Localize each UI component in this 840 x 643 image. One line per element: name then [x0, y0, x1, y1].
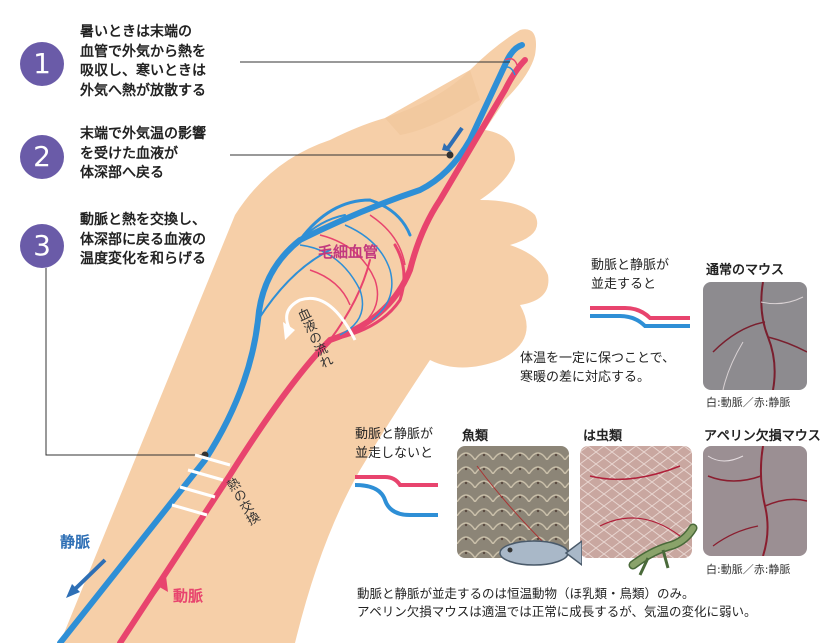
parallel-heading: 動脈と静脈が 並走すると [591, 258, 670, 292]
normal-mouse-caption: 白:動脈／赤:静脈 [706, 396, 791, 409]
fish-title: 魚類 [462, 429, 489, 444]
callout-text-3: 動脈と熱を交換し、 体深部に戻る血液の 温度変化を和らげる [80, 212, 206, 267]
vein-vessel [57, 42, 525, 643]
nonparallel-schematic [354, 475, 438, 517]
vein-arrowhead [66, 584, 80, 598]
callout-text-2: 末端で外気温の影響 を受けた血液が 体深部へ戻る [80, 126, 206, 181]
reptile-title: は虫類 [583, 429, 623, 444]
callout-badge-3: 3 [20, 224, 64, 268]
callout-badge-2: 2 [20, 135, 64, 179]
parallel-description: 体温を一定に保つことで、 寒暖の差に対応する。 [520, 351, 676, 385]
normal-mouse-title: 通常のマウス [706, 263, 785, 278]
blood-flow-arrow [285, 296, 357, 341]
finger-flow-arrow [446, 126, 464, 150]
blood-flow-arrowhead [283, 322, 295, 340]
fish-photo [457, 446, 569, 558]
capillary-label: 毛細血管 [318, 243, 379, 261]
footer-line-1: 動脈と静脈が並走するのは恒温動物（ほ乳類・鳥類）のみ。 [357, 586, 695, 601]
vein-arrow [70, 558, 107, 594]
lizard-illustration [628, 523, 698, 576]
vein-label: 静脈 [60, 533, 91, 551]
artery-arrow [138, 580, 164, 614]
fish-illustration [499, 540, 582, 566]
nonparallel-heading: 動脈と静脈が 並走しないと [355, 427, 434, 461]
callout-badge-1: 1 [20, 42, 64, 86]
normal-mouse-photo [703, 282, 807, 390]
apelin-mouse-title: アペリン欠損マウス [704, 429, 821, 444]
leader-lines [45, 61, 510, 459]
finger-flow-arrowhead [442, 143, 452, 152]
footer-line-2: アペリン欠損マウスは適温では正常に成長するが、気温の変化に弱い。 [357, 604, 757, 619]
apelin-mouse-caption: 白:動脈／赤:静脈 [706, 563, 791, 576]
capillary-network [299, 57, 519, 336]
artery-label: 動脈 [173, 587, 204, 605]
reptile-photo [580, 446, 692, 558]
artery-arrowhead [156, 576, 168, 592]
heat-exchange-marks [171, 453, 231, 517]
parallel-schematic [590, 306, 690, 328]
callout-text-1: 暑いときは末端の 血管で外気から熱を 吸収し、寒いときは 外気へ熱が放散する [80, 24, 206, 99]
apelin-mouse-photo [703, 446, 807, 556]
